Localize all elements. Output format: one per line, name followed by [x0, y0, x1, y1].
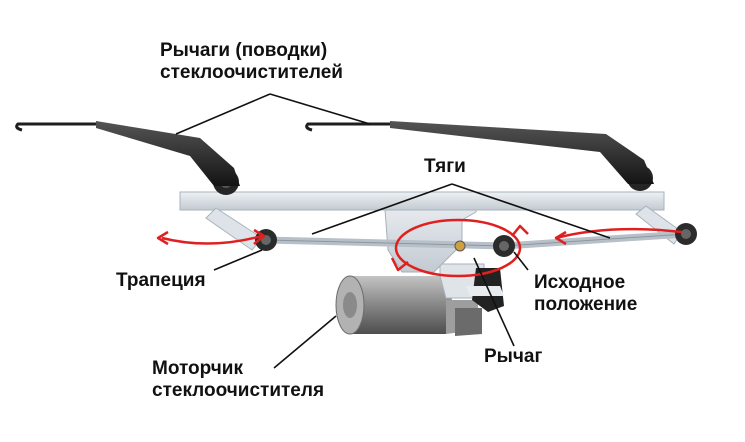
label-rods: Тяги: [424, 156, 466, 177]
gearbox-bracket: [383, 195, 504, 312]
label-motor-line2: стеклоочистителя: [152, 380, 325, 401]
label-initial-position: Исходное положение: [534, 272, 637, 316]
leader-lines: [175, 93, 611, 369]
label-lever: Рычаг: [484, 346, 543, 367]
label-trapezoid: Трапеция: [116, 270, 206, 291]
linkage-rods: [262, 230, 690, 250]
label-wiper-arms-line2: стеклоочистителей: [160, 62, 343, 83]
label-initial-position-line1: Исходное: [534, 272, 626, 293]
label-motor: Моторчик стеклоочистителя: [152, 358, 324, 402]
label-initial-position-line2: положение: [534, 294, 638, 315]
lever-hub: [454, 240, 466, 252]
rotation-arrows: [156, 218, 683, 278]
joint-center: [493, 235, 515, 257]
label-motor-line1: Моторчик: [152, 358, 243, 379]
wiper-arm-right: [305, 121, 654, 184]
label-wiper-arms-line1: Рычаги (поводки): [160, 40, 328, 61]
wiper-arm-left: [15, 121, 240, 186]
label-wiper-arms: Рычаги (поводки) стеклоочистителей: [160, 40, 343, 84]
joint-right: [675, 223, 697, 245]
